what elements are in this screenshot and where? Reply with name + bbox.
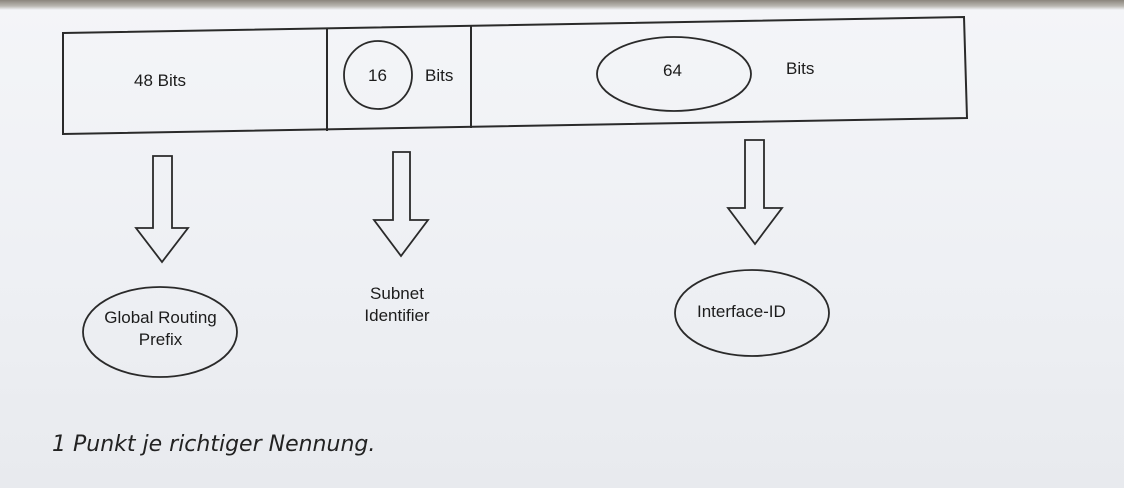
arrow-down-subnet	[372, 151, 430, 258]
subnet-bits-circle	[343, 40, 413, 110]
address-bar-outline	[62, 15, 969, 136]
photo-top-shadow	[0, 0, 1124, 10]
subnet-identifier-label: Subnet Identifier	[344, 283, 450, 327]
global-routing-line2: Prefix	[138, 330, 183, 349]
interface-id-ellipse	[674, 269, 830, 357]
interface-id-label: Interface-ID	[697, 302, 786, 321]
global-routing-prefix-ellipse	[82, 286, 238, 378]
scoring-caption: 1 Punkt je richtiger Nennung.	[52, 432, 376, 457]
arrow-down-prefix	[134, 155, 190, 264]
address-bar	[62, 15, 969, 136]
subnet-line1: Subnet	[370, 284, 424, 303]
prefix-bits-label: 48 Bits	[134, 71, 186, 90]
global-routing-line1: Global Routing	[104, 308, 217, 327]
interface-bits-unit: Bits	[786, 59, 815, 78]
interface-bits-ellipse	[596, 36, 752, 112]
global-routing-prefix-label: Global Routing Prefix	[88, 307, 233, 351]
subnet-bits-unit: Bits	[425, 66, 454, 85]
arrow-down-interface	[726, 139, 784, 246]
subnet-bits-number: 16	[368, 66, 387, 85]
interface-bits-number: 64	[663, 61, 682, 80]
subnet-line2: Identifier	[364, 306, 430, 325]
